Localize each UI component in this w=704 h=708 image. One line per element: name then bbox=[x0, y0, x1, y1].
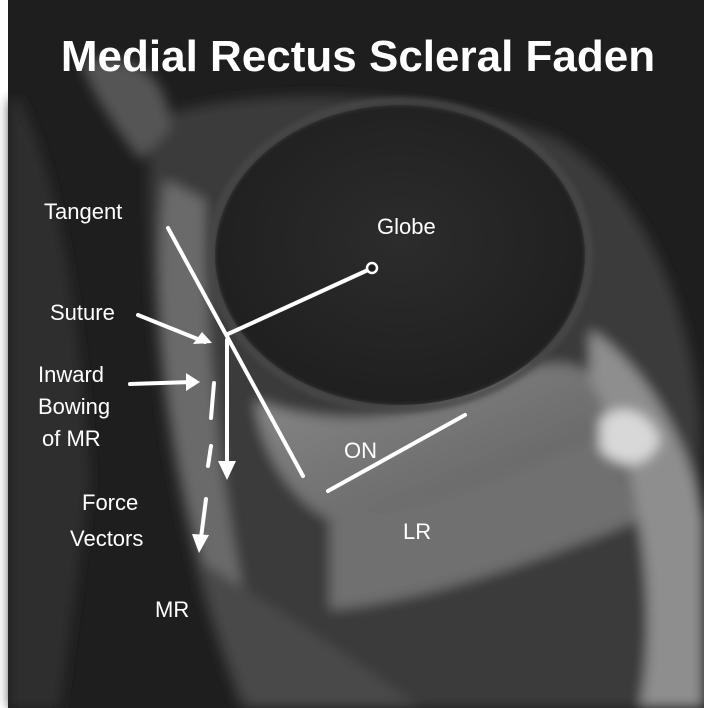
globe-center-marker bbox=[367, 263, 377, 273]
label-inward-line-1: Inward bbox=[38, 362, 104, 387]
label-optic-nerve: ON bbox=[344, 438, 377, 463]
label-lateral-rectus: LR bbox=[403, 519, 431, 544]
label-medial-rectus: MR bbox=[155, 597, 189, 622]
label-tangent: Tangent bbox=[44, 199, 122, 224]
label-force-line-2: Vectors bbox=[70, 526, 143, 551]
label-suture: Suture bbox=[50, 300, 115, 325]
label-globe: Globe bbox=[377, 214, 436, 239]
globe-shape bbox=[215, 105, 585, 405]
label-force-line-1: Force bbox=[82, 490, 138, 515]
left-border bbox=[0, 0, 8, 708]
figure-title: Medial Rectus Scleral Faden bbox=[61, 32, 655, 81]
label-inward-line-2: Bowing bbox=[38, 394, 110, 419]
inward-bowing-arrow-line bbox=[130, 382, 192, 384]
label-inward-line-3: of MR bbox=[42, 426, 101, 451]
